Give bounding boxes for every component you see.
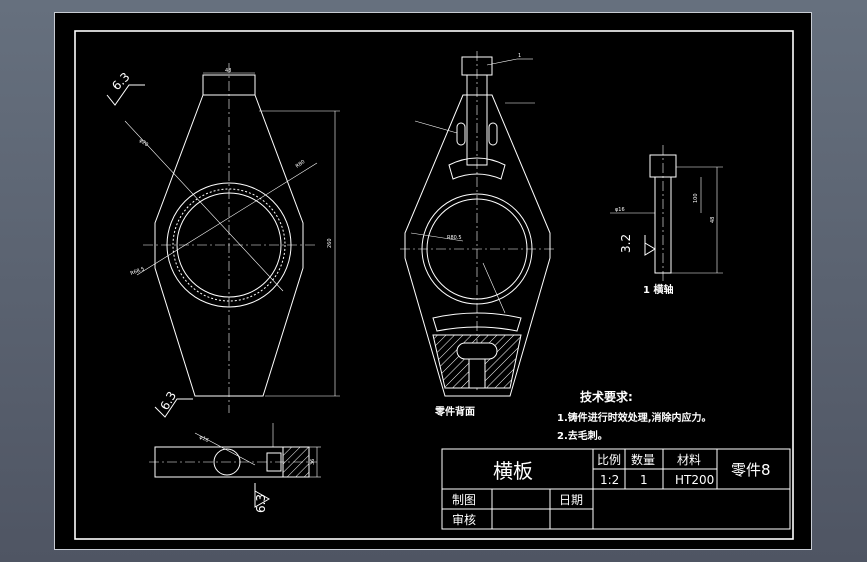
- hatch-slot: [456, 342, 498, 360]
- checked-by-label: 审核: [452, 512, 476, 527]
- dim-height: 260: [327, 238, 333, 248]
- dim-r80: R80: [295, 159, 307, 170]
- roughness-bottom-text: 6.3: [254, 494, 268, 513]
- drawing-title: 横板: [493, 459, 533, 483]
- section-view: 1 R80.5 零件背面: [400, 51, 555, 418]
- tv-leader: [194, 432, 256, 466]
- lower-slot: [432, 312, 522, 332]
- bore-dashed: [172, 188, 286, 302]
- dim-phi20: φ20: [138, 138, 149, 148]
- drawn-by-label: 制图: [452, 493, 476, 507]
- pin-dim-48: 48: [710, 217, 716, 223]
- front-view: 48 260 R80 R68.5 φ20 6.3: [106, 63, 340, 413]
- tv-dim-phi16: φ16: [198, 434, 209, 444]
- leader-mid: [482, 262, 506, 314]
- material-header: 材料: [677, 453, 701, 467]
- section-outline: [404, 94, 551, 397]
- roughness-symbol-left: [154, 398, 193, 418]
- quantity-value: 1: [640, 473, 648, 487]
- upper-slot: [448, 157, 506, 180]
- notes-line-2: 2.去毛刺。: [557, 429, 608, 442]
- roughness-main-text: 6.3: [109, 70, 132, 93]
- leader-r80: [410, 232, 464, 242]
- inner-border: [74, 30, 794, 540]
- roughness-left-text: 6.3: [157, 389, 179, 413]
- roughness-symbol-pin: [644, 235, 656, 256]
- top-view-hatch: [282, 446, 310, 478]
- notes-heading: 技术要求:: [580, 389, 633, 404]
- scale-header: 比例: [597, 453, 621, 467]
- pin-dim-phi16: φ16: [615, 207, 625, 213]
- section-title: 零件背面: [434, 405, 475, 418]
- slot-left: [456, 122, 466, 146]
- part-number: 零件8: [731, 461, 771, 479]
- dim-r68: R68.5: [130, 266, 146, 277]
- slot-right: [488, 122, 498, 146]
- title-block: 横板 比例 数量 材料 1:2 1 HT200 零件8 制图 日期 审核: [441, 448, 791, 530]
- hatch-hole: [468, 358, 486, 389]
- pin-dim-100: 100: [693, 193, 699, 203]
- roughness-symbol-main: [106, 84, 145, 106]
- drawing-sheet[interactable]: 48 260 R80 R68.5 φ20 6.3: [54, 12, 812, 550]
- dim-section-r80: R80.5: [447, 235, 462, 241]
- pin-title: 1 横轴: [643, 283, 673, 296]
- callout-1: 1: [518, 53, 521, 59]
- date-label: 日期: [559, 493, 583, 507]
- scale-value: 1:2: [600, 473, 619, 487]
- material-value: HT200: [675, 473, 714, 487]
- callout-leader: [486, 58, 518, 66]
- dim-top-width: 48: [225, 68, 231, 74]
- roughness-pin-text: 3.2: [619, 234, 633, 253]
- radial-leader-1: [124, 120, 284, 292]
- leader-slot: [414, 120, 458, 134]
- radial-leader-2: [136, 162, 318, 276]
- tv-dim-36: 36: [310, 459, 316, 465]
- pin-view: 100 48 φ16 3.2 1 横轴: [610, 145, 723, 296]
- technical-notes: 技术要求: 1.铸件进行时效处理,消除内应力。 2.去毛刺。: [557, 389, 712, 442]
- drawing-canvas: 48 260 R80 R68.5 φ20 6.3: [74, 30, 794, 540]
- quantity-header: 数量: [631, 452, 655, 467]
- notes-line-1: 1.铸件进行时效处理,消除内应力。: [557, 411, 712, 424]
- roughness-symbol-bottom: [254, 483, 271, 508]
- top-view: 36 φ16 6.3 6.3: [149, 389, 321, 513]
- top-view-slot: [266, 452, 282, 472]
